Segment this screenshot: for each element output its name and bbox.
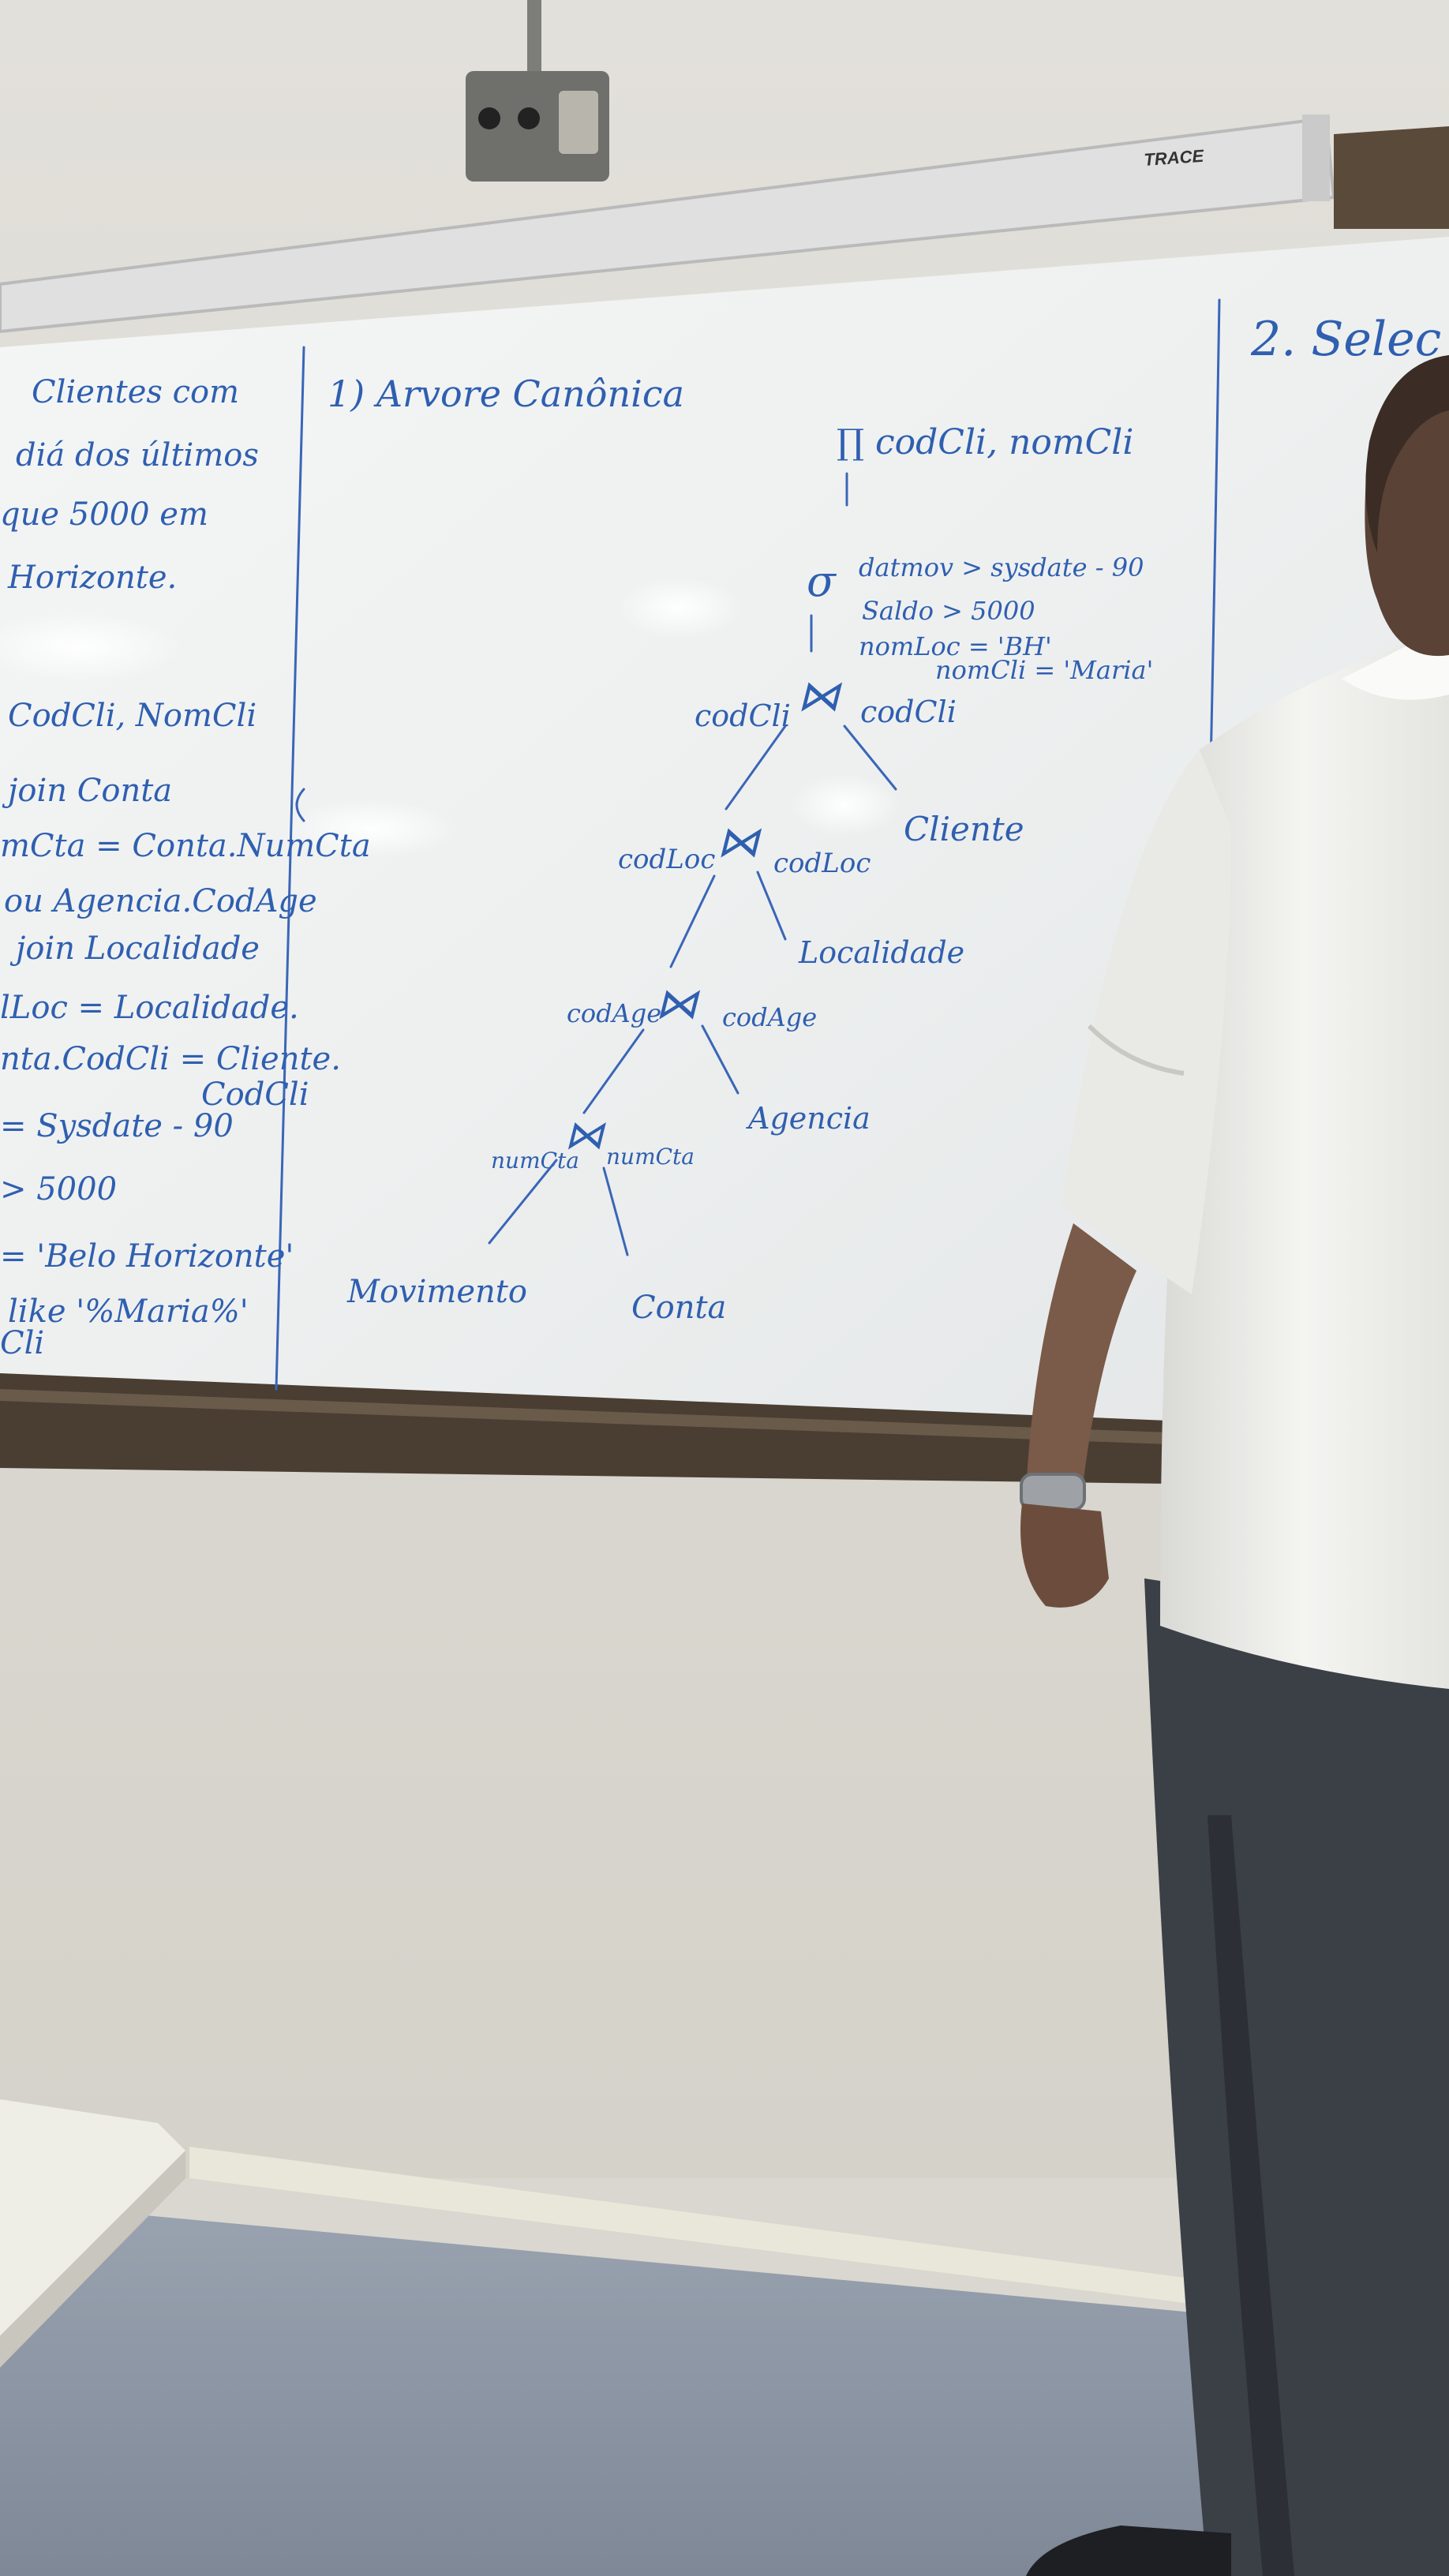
left-note-line: join Conta	[2, 773, 172, 809]
whiteboard-tray-lip	[0, 1389, 1168, 1444]
left-note-line: mCta = Conta.NumCta	[0, 828, 371, 864]
person-arm	[1026, 1223, 1136, 1500]
edge-join1-table	[843, 724, 897, 791]
left-note-line: Horizonte.	[7, 560, 177, 596]
edge-join1-join2	[724, 724, 787, 811]
person-shoe	[1026, 2525, 1231, 2576]
left-note-line: ou Agencia.CodAge	[4, 883, 317, 919]
sleeve-fold	[1087, 1024, 1185, 1076]
projection-node: ∏ codCli, nomCli	[837, 422, 1133, 462]
table-node: Agencia	[746, 1101, 871, 1136]
glare-spot	[284, 799, 458, 859]
selection-condition: nomLoc = 'BH'	[859, 631, 1052, 661]
edge-join3-join4	[582, 1028, 645, 1114]
join-left-attr: codCli	[695, 698, 791, 733]
person-hand	[1020, 1503, 1109, 1608]
canonical-tree: 1) Arvore Canônica ∏ codCli, nomCli σ da…	[328, 373, 1153, 1326]
left-note-line: lLoc = Localidade.	[0, 990, 299, 1026]
join-symbol: ⋈	[564, 1112, 606, 1158]
join-left-attr: codLoc	[618, 844, 715, 875]
glare-spot	[789, 773, 900, 837]
edge-join3-table	[701, 1024, 739, 1095]
left-note-line: like '%Maria%'	[8, 1294, 249, 1330]
join-symbol: ⋈	[655, 979, 701, 1028]
left-note-line: que 5000 em	[0, 496, 208, 533]
table-node: Movimento	[346, 1274, 527, 1310]
join-right-attr: codAge	[722, 1002, 817, 1032]
conduit-pipe	[527, 0, 541, 79]
table-node: Cliente	[904, 810, 1024, 848]
join-symbol: ⋈	[717, 817, 762, 867]
edge-join4-table	[602, 1166, 629, 1256]
selection-condition: nomCli = 'Maria'	[935, 655, 1153, 685]
table-node: Localidade	[798, 935, 964, 970]
projector-end-cap	[1302, 114, 1330, 201]
person-hair	[1365, 355, 1449, 552]
left-note-line: diá dos últimos	[16, 437, 259, 474]
join-right-attr: codLoc	[773, 848, 871, 879]
left-note-line: nta.CodCli = Cliente.	[0, 1041, 341, 1077]
baseboard	[189, 2147, 1449, 2336]
person-shirt	[1160, 631, 1449, 1689]
join-left-attr: codAge	[567, 998, 661, 1028]
left-note-line: = Sysdate - 90	[0, 1108, 234, 1144]
socket-right	[559, 91, 598, 154]
left-note-line: Clientes com	[32, 374, 239, 410]
edge-join2-table	[756, 871, 787, 941]
jeans-shade	[1208, 1815, 1294, 2576]
socket-mid	[518, 107, 540, 129]
left-note-line: = 'Belo Horizonte'	[0, 1238, 294, 1275]
edge-join2-join3	[669, 874, 716, 968]
edge-join4-leaf	[488, 1159, 558, 1245]
left-note-line: > 5000	[0, 1171, 117, 1208]
left-note-line: Cli	[0, 1325, 44, 1361]
projector-brand-label: TRACE	[1144, 146, 1206, 170]
floor	[0, 2202, 1449, 2576]
person-sleeve	[1061, 750, 1231, 1294]
board-rail-top	[1334, 126, 1449, 229]
board-brace	[295, 788, 305, 822]
selection-condition: datmov > sysdate - 90	[859, 552, 1144, 582]
left-notes: Clientes com diá dos últimos que 5000 em…	[0, 374, 371, 1361]
socket-left	[478, 107, 500, 129]
join-symbol: ⋈	[797, 671, 843, 721]
glare-spot	[0, 612, 182, 683]
selection-symbol: σ	[807, 556, 837, 606]
selection-condition: Saldo > 5000	[862, 596, 1035, 626]
join-right-attr: codCli	[860, 695, 957, 729]
join-right-attr: numCta	[606, 1144, 695, 1170]
tree-heading: 1) Arvore Canônica	[328, 373, 684, 415]
person	[1020, 355, 1449, 2576]
left-note-line: join Localidade	[9, 930, 260, 967]
table-node: Conta	[631, 1290, 726, 1326]
join-left-attr: numCta	[491, 1148, 579, 1174]
glare-spot	[616, 576, 742, 639]
right-notes-heading: 2. Selec	[1250, 312, 1441, 367]
table-corner	[0, 2099, 185, 2336]
table-edge	[0, 2151, 185, 2368]
board-divider-left	[275, 346, 305, 1391]
left-note-line: CodCli, NomCli	[8, 698, 256, 734]
left-note-line: CodCli	[201, 1076, 309, 1113]
